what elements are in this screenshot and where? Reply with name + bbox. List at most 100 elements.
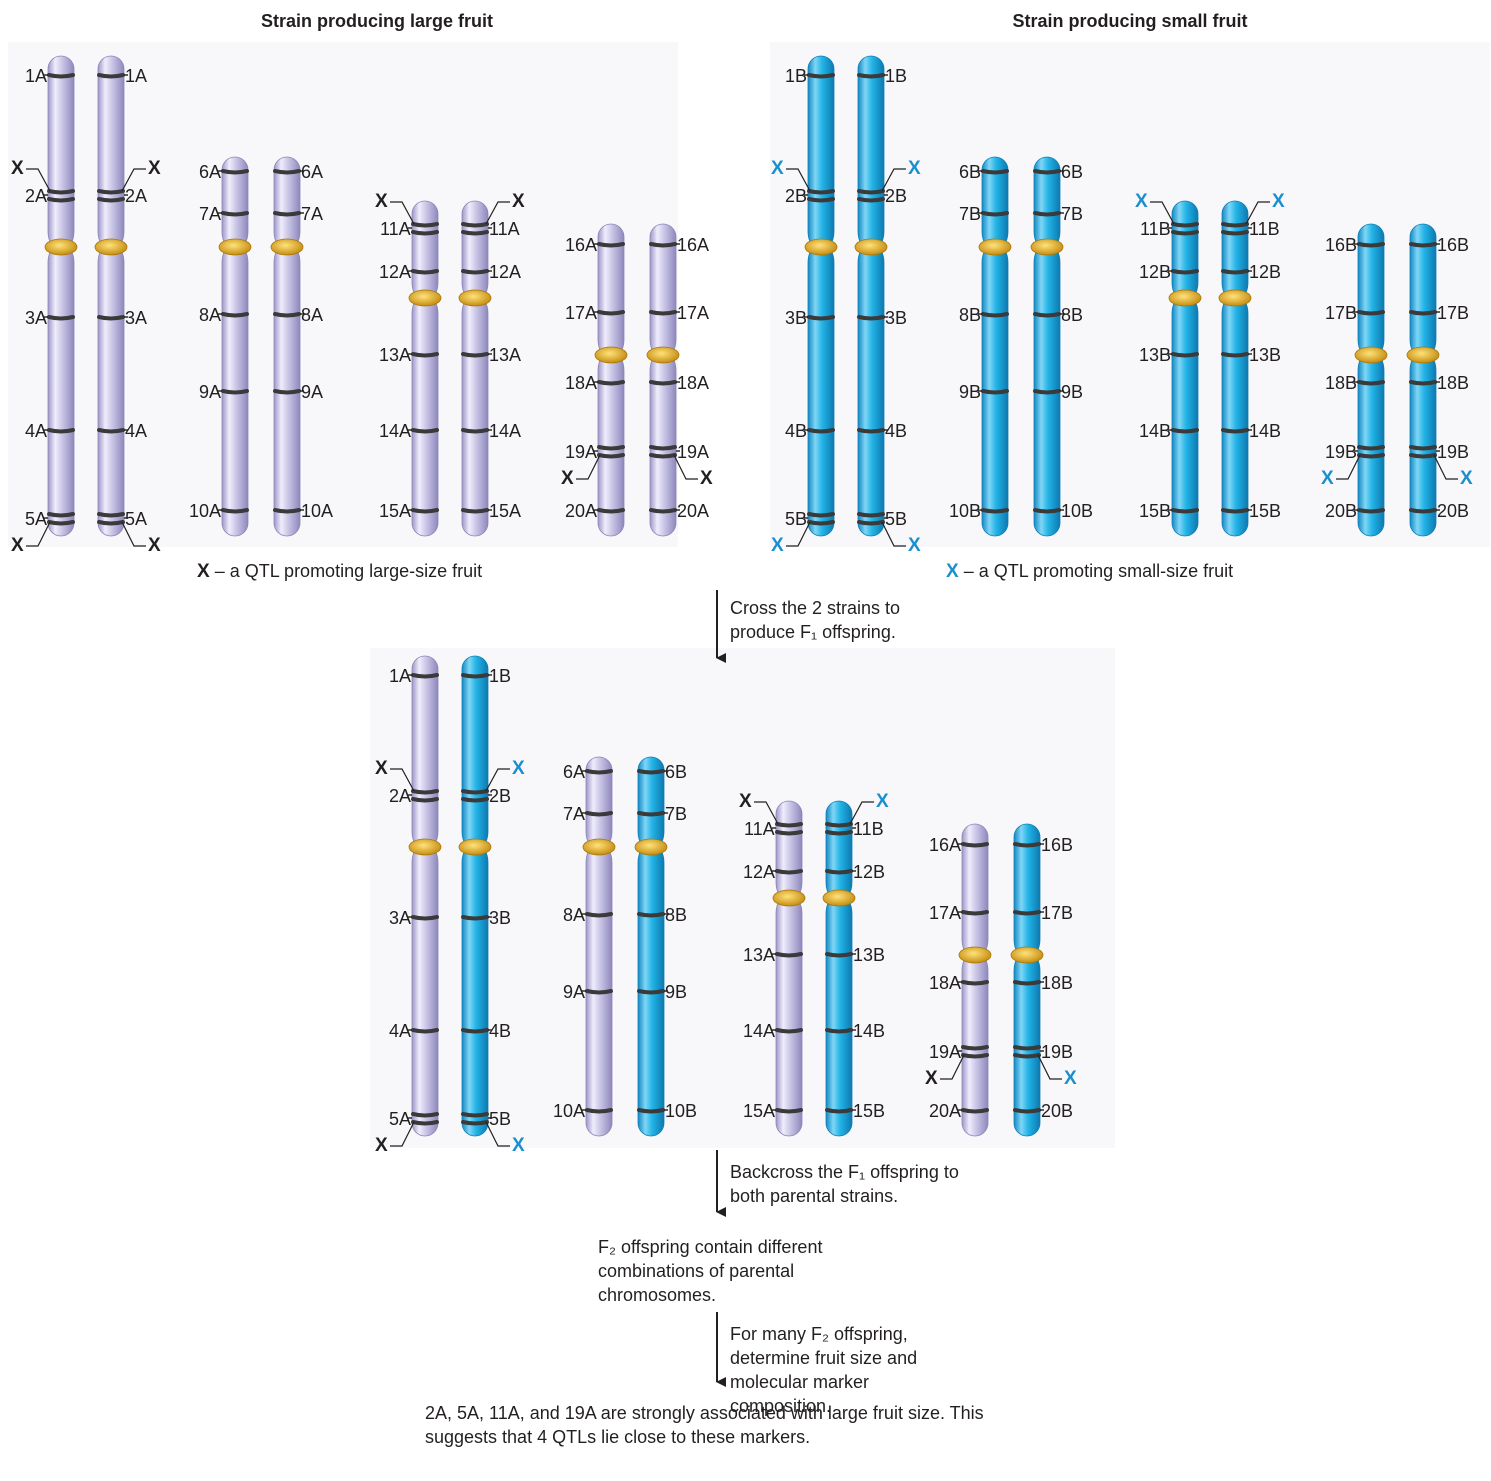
centromere bbox=[458, 838, 492, 856]
marker-band bbox=[1221, 428, 1249, 434]
marker-band bbox=[1033, 312, 1061, 318]
centromere bbox=[772, 889, 806, 907]
marker-band bbox=[807, 512, 835, 518]
marker-band bbox=[857, 315, 885, 321]
marker-band bbox=[961, 910, 989, 916]
qtl-leader-line bbox=[485, 768, 510, 792]
marker-band bbox=[461, 797, 489, 803]
marker-band bbox=[273, 389, 301, 395]
marker-band bbox=[1357, 508, 1385, 514]
marker-band bbox=[1357, 242, 1385, 248]
qtl-leader-line bbox=[485, 201, 510, 225]
parent-chr3-A-2 bbox=[458, 200, 510, 537]
qtl-leader-line bbox=[1037, 1054, 1062, 1080]
marker-band bbox=[597, 445, 625, 451]
marker-band bbox=[637, 811, 665, 817]
qtl-leader-line bbox=[786, 521, 811, 547]
marker-band bbox=[461, 428, 489, 434]
parent-chr3-B-2 bbox=[1218, 200, 1270, 537]
marker-band bbox=[461, 269, 489, 275]
marker-band bbox=[1013, 1053, 1041, 1059]
parent-chr4-B-1 bbox=[1336, 223, 1388, 537]
marker-band bbox=[961, 980, 989, 986]
centromere bbox=[458, 289, 492, 307]
parent-chr1-A-1 bbox=[26, 55, 78, 547]
marker-band bbox=[649, 453, 677, 459]
marker-band bbox=[649, 380, 677, 386]
parent-chr4-A-1 bbox=[576, 223, 628, 537]
marker-band bbox=[273, 169, 301, 175]
marker-band bbox=[1221, 222, 1249, 228]
marker-band bbox=[857, 512, 885, 518]
marker-band bbox=[637, 769, 665, 775]
f1-chr4-B-2 bbox=[1010, 823, 1062, 1137]
marker-band bbox=[807, 428, 835, 434]
marker-band bbox=[1171, 222, 1199, 228]
centromere bbox=[1218, 289, 1252, 307]
marker-band bbox=[411, 915, 439, 921]
marker-band bbox=[981, 312, 1009, 318]
marker-band bbox=[221, 312, 249, 318]
qtl-leader-line bbox=[849, 801, 874, 825]
centromere bbox=[1010, 946, 1044, 964]
marker-band bbox=[97, 520, 125, 526]
marker-band bbox=[825, 1108, 853, 1114]
marker-band bbox=[411, 352, 439, 358]
parent-chr1-B-2 bbox=[854, 55, 906, 547]
centromere bbox=[634, 838, 668, 856]
marker-band bbox=[221, 508, 249, 514]
parent-chr3-B-1 bbox=[1150, 200, 1202, 537]
marker-band bbox=[825, 1028, 853, 1034]
marker-band bbox=[461, 1112, 489, 1118]
marker-band bbox=[825, 952, 853, 958]
marker-band bbox=[649, 508, 677, 514]
marker-band bbox=[1221, 508, 1249, 514]
qtl-leader-line bbox=[390, 1121, 415, 1147]
marker-band bbox=[775, 830, 803, 836]
centromere bbox=[94, 238, 128, 256]
marker-band bbox=[637, 1108, 665, 1114]
centromere bbox=[270, 238, 304, 256]
qtl-leader-line bbox=[940, 1054, 965, 1080]
marker-band bbox=[47, 428, 75, 434]
marker-band bbox=[637, 989, 665, 995]
marker-band bbox=[961, 842, 989, 848]
marker-band bbox=[857, 73, 885, 79]
marker-band bbox=[47, 189, 75, 195]
marker-band bbox=[97, 73, 125, 79]
marker-band bbox=[47, 315, 75, 321]
marker-band bbox=[1171, 352, 1199, 358]
centromere bbox=[1168, 289, 1202, 307]
marker-band bbox=[461, 915, 489, 921]
marker-band bbox=[47, 73, 75, 79]
marker-band bbox=[273, 211, 301, 217]
centromere bbox=[978, 238, 1012, 256]
centromere bbox=[1030, 238, 1064, 256]
centromere bbox=[594, 346, 628, 364]
parent-chr1-B-1 bbox=[786, 55, 838, 547]
marker-band bbox=[857, 189, 885, 195]
parent-chr2-A-1 bbox=[218, 156, 252, 537]
marker-band bbox=[1409, 445, 1437, 451]
f1-chr3-A-1 bbox=[754, 800, 806, 1137]
qtl-leader-line bbox=[26, 521, 51, 547]
marker-band bbox=[597, 242, 625, 248]
marker-band bbox=[1013, 1108, 1041, 1114]
marker-band bbox=[411, 1112, 439, 1118]
qtl-leader-line bbox=[754, 801, 779, 825]
marker-band bbox=[807, 189, 835, 195]
marker-band bbox=[961, 1045, 989, 1051]
marker-band bbox=[585, 769, 613, 775]
marker-band bbox=[461, 222, 489, 228]
marker-band bbox=[1409, 310, 1437, 316]
centromere bbox=[408, 838, 442, 856]
parent-chr2-A-2 bbox=[270, 156, 304, 537]
marker-band bbox=[411, 1028, 439, 1034]
parent-chr1-A-2 bbox=[94, 55, 146, 547]
marker-band bbox=[775, 952, 803, 958]
marker-band bbox=[97, 315, 125, 321]
marker-band bbox=[981, 389, 1009, 395]
qtl-leader-line bbox=[121, 168, 146, 192]
qtl-leader-line bbox=[121, 521, 146, 547]
centromere bbox=[822, 889, 856, 907]
